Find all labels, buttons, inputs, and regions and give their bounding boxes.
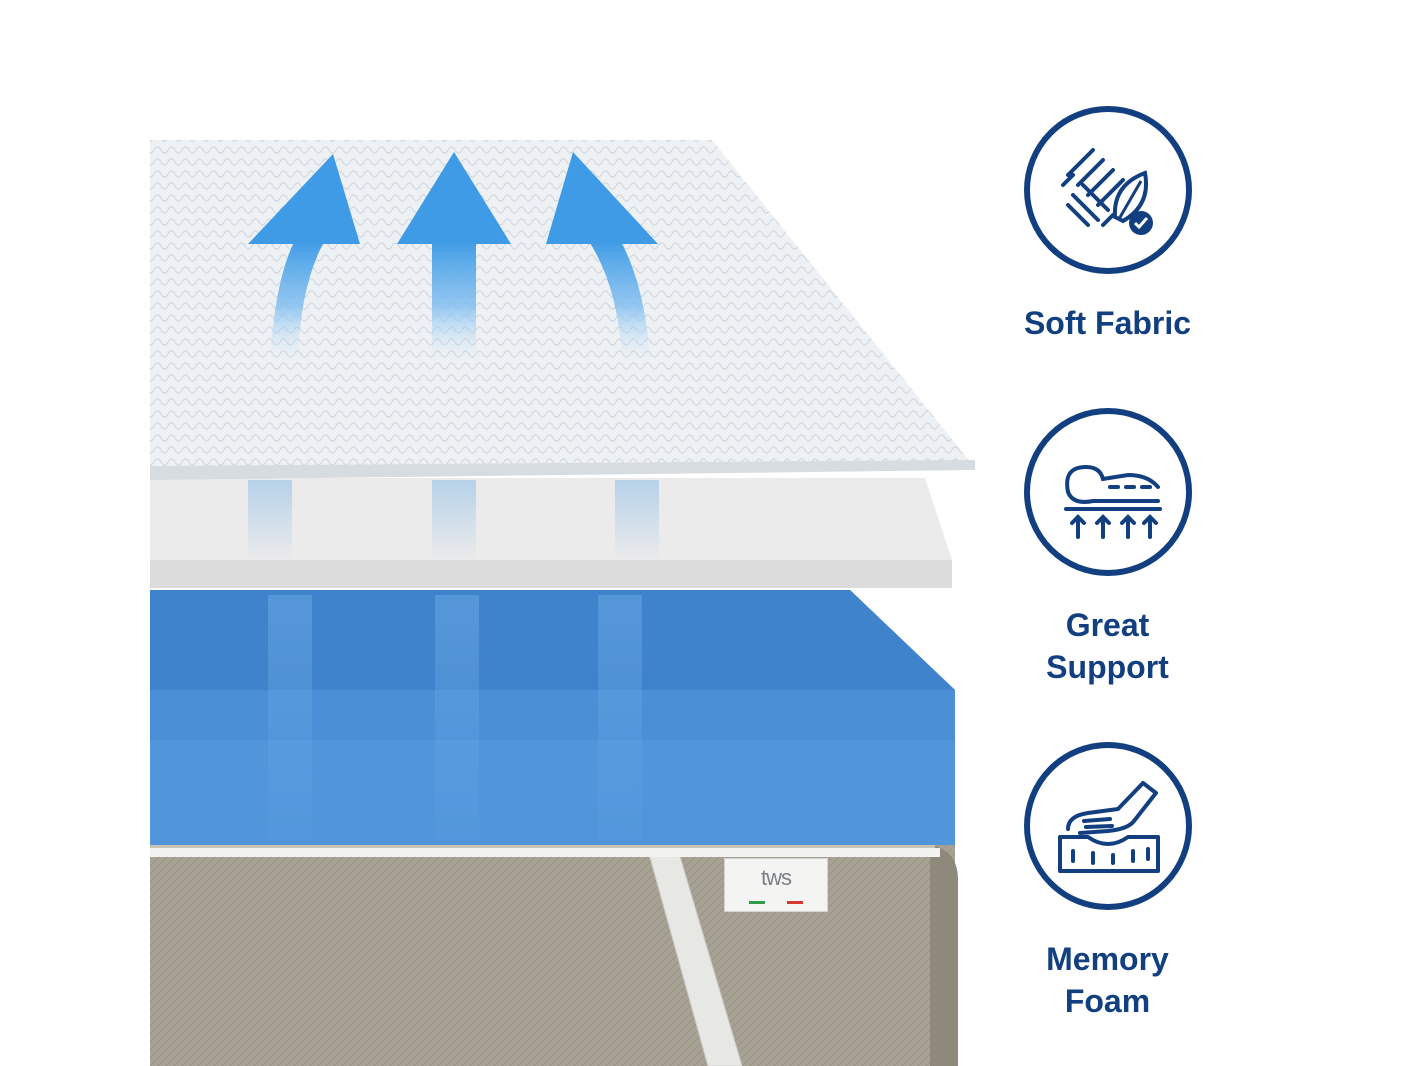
memory-foam-hand-icon xyxy=(1023,742,1192,910)
fabric-cover-layer xyxy=(150,140,975,480)
brand-logo: tws xyxy=(761,865,792,890)
feature-memory-foam: Memory Foam xyxy=(1000,742,1215,1022)
memory-foam-layer xyxy=(150,590,955,857)
airflow-arrow-left xyxy=(248,154,360,360)
fabric-leaf-icon xyxy=(1023,106,1192,274)
white-support-layer xyxy=(150,478,952,588)
feature-great-support: Great Support xyxy=(1000,408,1215,688)
flag-green xyxy=(749,901,765,904)
airflow-arrow-center xyxy=(397,152,511,360)
airflow-arrow-right xyxy=(546,152,658,360)
flag-red xyxy=(787,901,803,904)
feature-label: Great Support xyxy=(1046,607,1169,685)
brand-logo-tag: tws xyxy=(724,858,828,912)
feature-label: Memory Foam xyxy=(1046,941,1169,1019)
feature-soft-fabric: Soft Fabric xyxy=(1000,106,1215,344)
airflow-arrows xyxy=(248,152,658,360)
feature-label: Soft Fabric xyxy=(1023,305,1192,341)
base-mattress xyxy=(150,845,958,1066)
body-support-icon xyxy=(1023,408,1192,576)
